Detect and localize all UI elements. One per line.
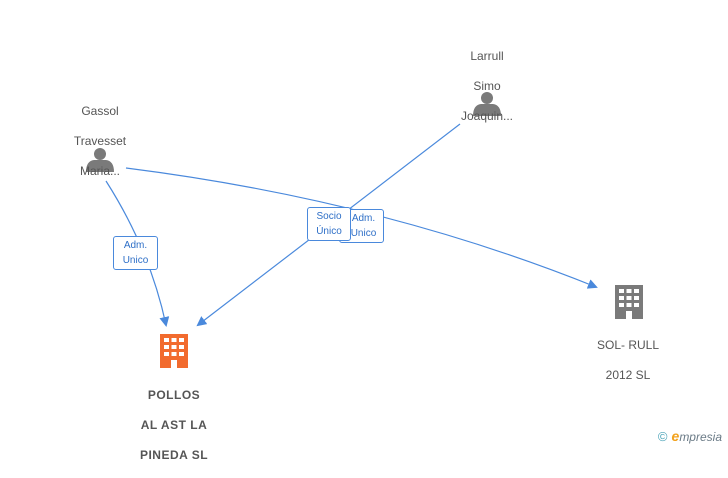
building-icon bbox=[160, 334, 188, 368]
person-label-gassol[interactable]: Gassol Travesset Maria... bbox=[73, 104, 127, 178]
edge-label-adm-unico-gassol-pollos: Adm. Unico bbox=[113, 236, 158, 270]
edge-label-socio-unico-larrull-pollos: Socio Único bbox=[307, 207, 351, 241]
person-icon bbox=[86, 148, 114, 172]
empresia-logo: © empresia bbox=[657, 428, 722, 444]
relationship-graph bbox=[86, 92, 643, 368]
person-icon bbox=[473, 92, 501, 116]
copyright-icon: © bbox=[657, 428, 668, 444]
company-label-pollos[interactable]: POLLOS AL AST LA PINEDA SL bbox=[139, 388, 209, 462]
company-label-solrull[interactable]: SOL- RULL 2012 SL bbox=[596, 338, 660, 382]
person-label-larrull[interactable]: Larrull Simo Joaquin... bbox=[460, 49, 514, 123]
building-icon bbox=[615, 285, 643, 319]
